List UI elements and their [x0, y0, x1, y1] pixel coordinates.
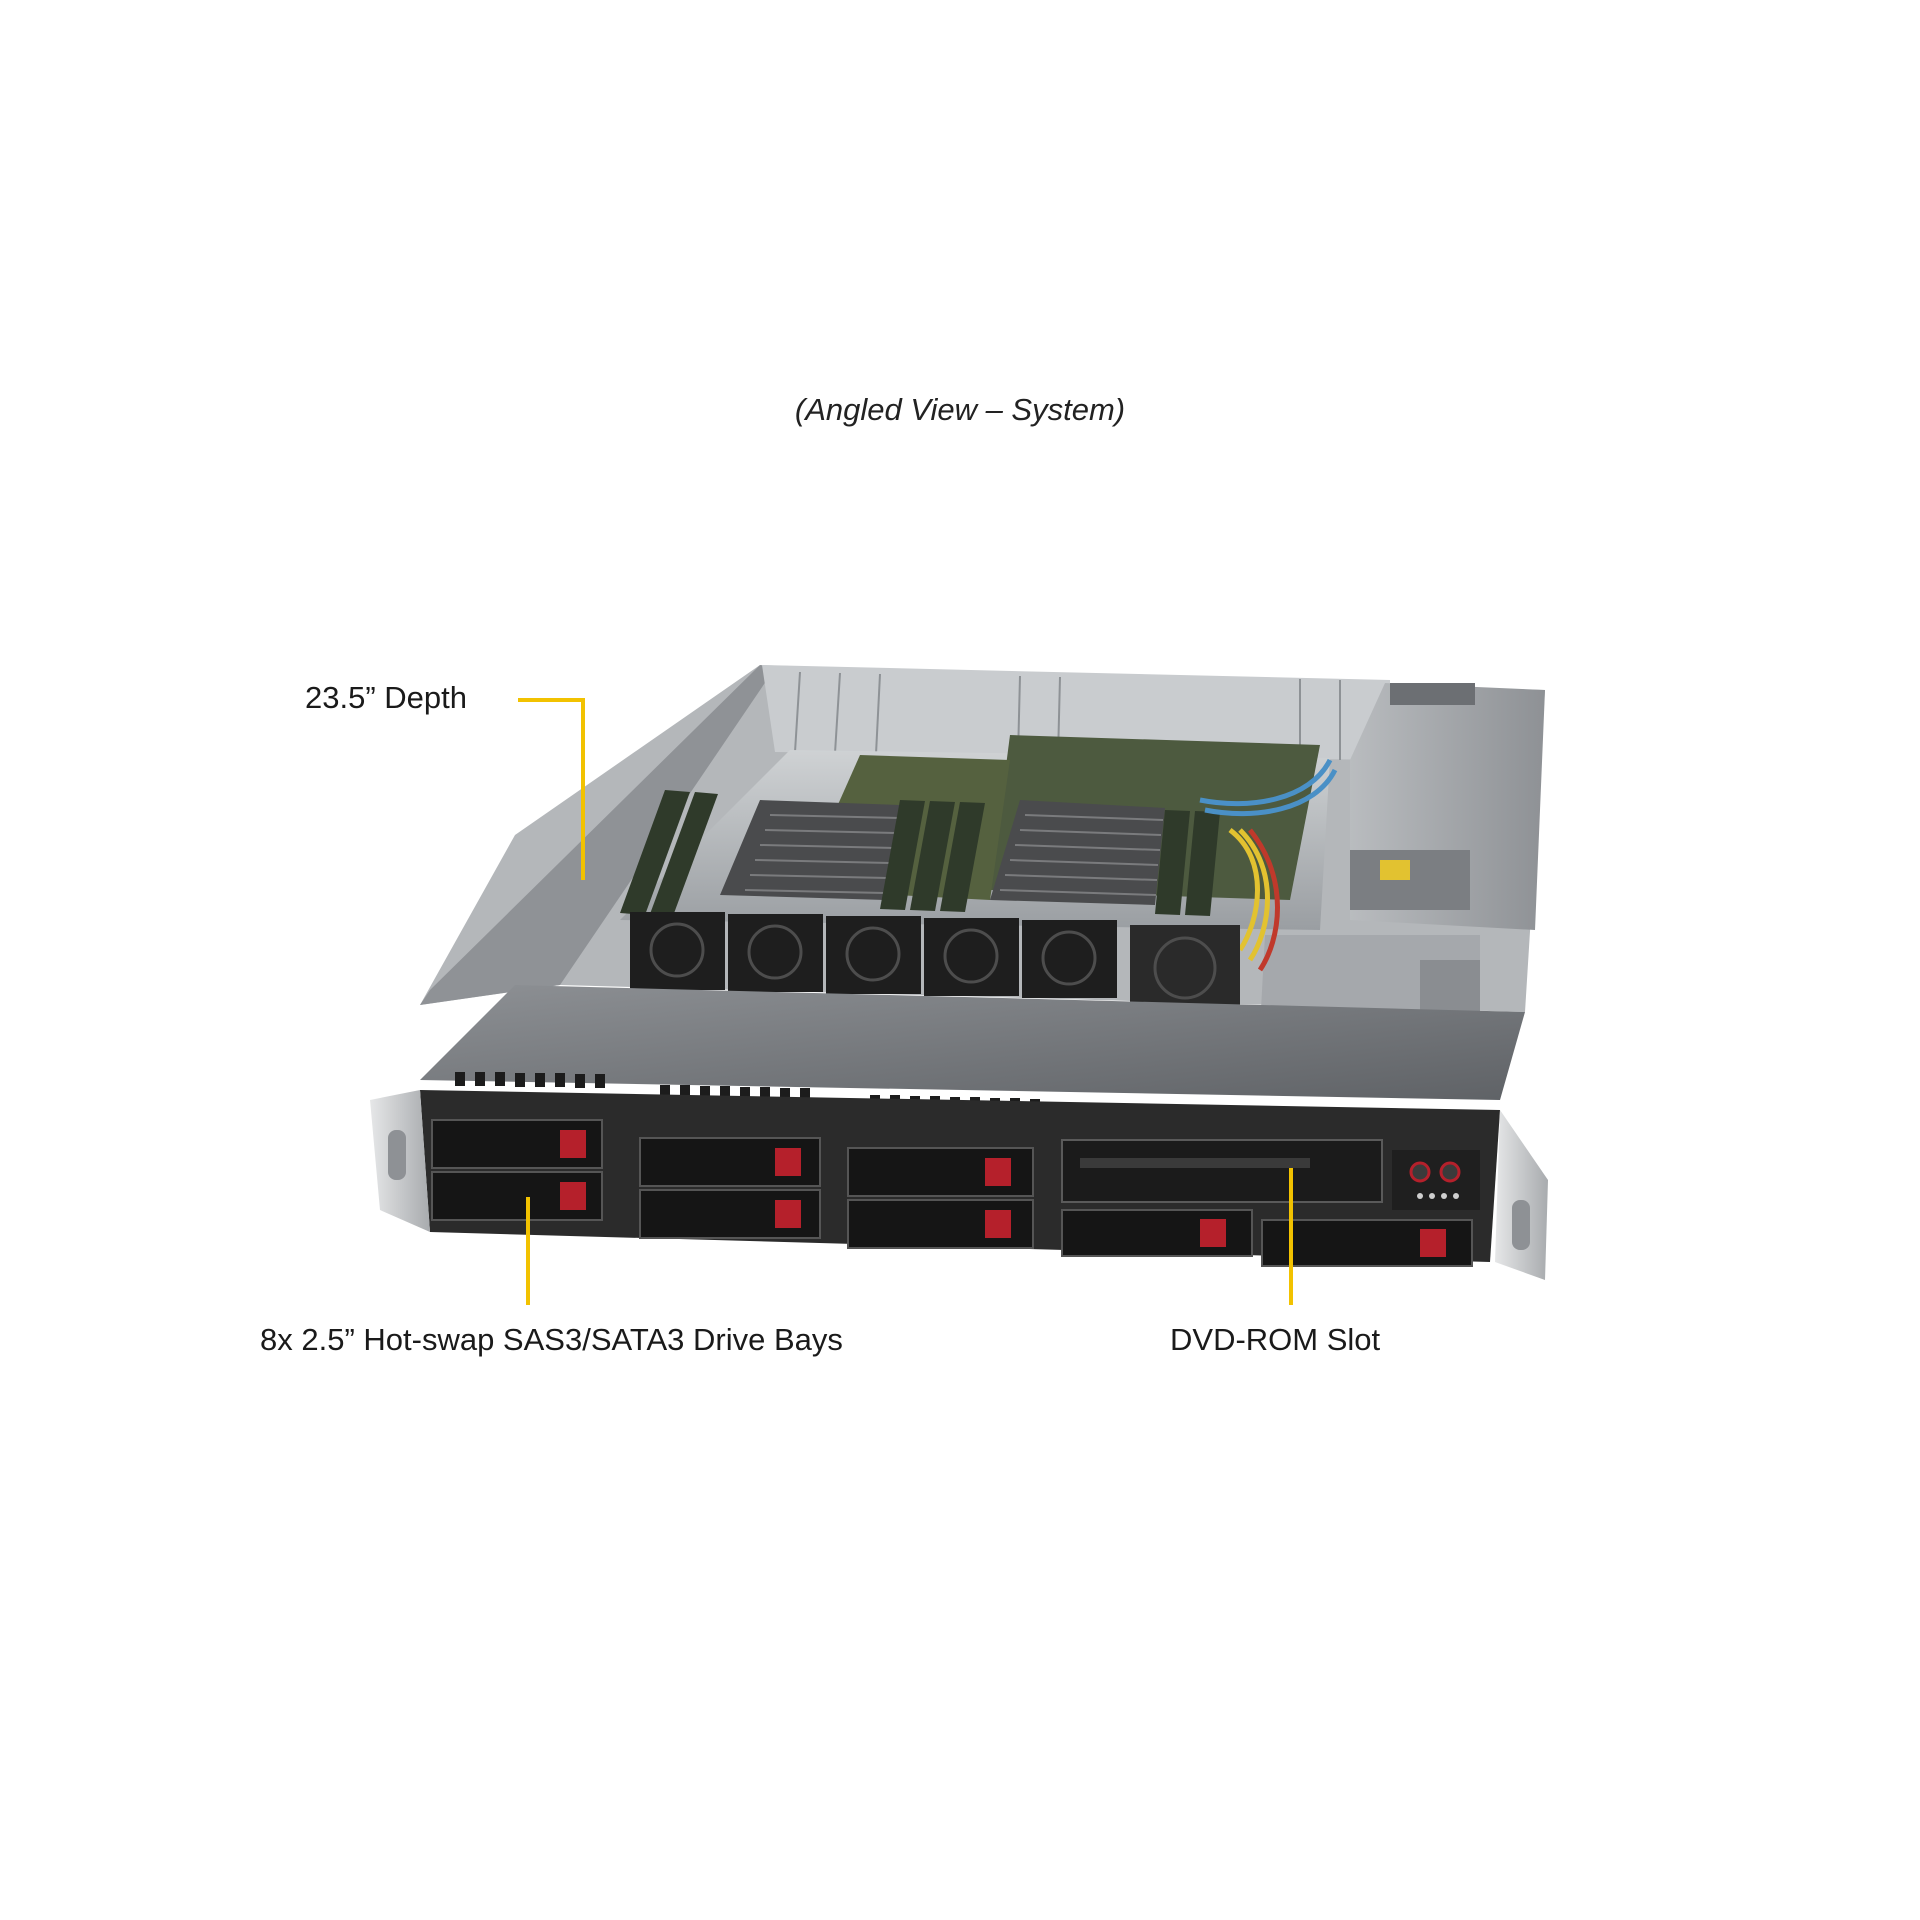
callout-depth-label: 23.5” Depth: [305, 680, 467, 715]
dvd-rom-slot: [1061, 1139, 1383, 1203]
drive-bay: [639, 1189, 821, 1239]
drive-bay: [1261, 1219, 1473, 1267]
cable-bundle: [1199, 758, 1338, 972]
drive-bay: [847, 1199, 1034, 1249]
power-button: [1409, 1161, 1431, 1183]
callout-line-depth: [518, 698, 585, 880]
power-supply: [1260, 683, 1545, 1030]
callout-drive-bays-label: 8x 2.5” Hot-swap SAS3/SATA3 Drive Bays: [260, 1322, 843, 1357]
reset-button: [1439, 1161, 1461, 1183]
fan-row: [630, 912, 1240, 1015]
memory-modules: [620, 790, 1220, 916]
rack-ear-right: [1495, 1110, 1548, 1280]
heatsink-cpu2: [990, 800, 1165, 905]
drive-bay: [639, 1137, 821, 1187]
drive-bay: [431, 1171, 603, 1221]
control-panel: [1392, 1150, 1480, 1210]
figure-caption: (Angled View – System): [794, 392, 1126, 427]
callout-dvd-slot-label: DVD-ROM Slot: [1170, 1322, 1381, 1357]
drive-bay: [1061, 1209, 1253, 1257]
heatsink-cpu1: [720, 800, 901, 900]
rear-grille: [762, 665, 1390, 760]
callout-lines: [518, 698, 1293, 1305]
drive-bay: [847, 1147, 1034, 1197]
front-cover: [420, 985, 1525, 1100]
fan: [1130, 925, 1240, 1015]
drive-bays: [431, 1119, 1473, 1267]
drive-bay: [431, 1119, 603, 1169]
chassis-left-wall: [420, 665, 775, 1005]
